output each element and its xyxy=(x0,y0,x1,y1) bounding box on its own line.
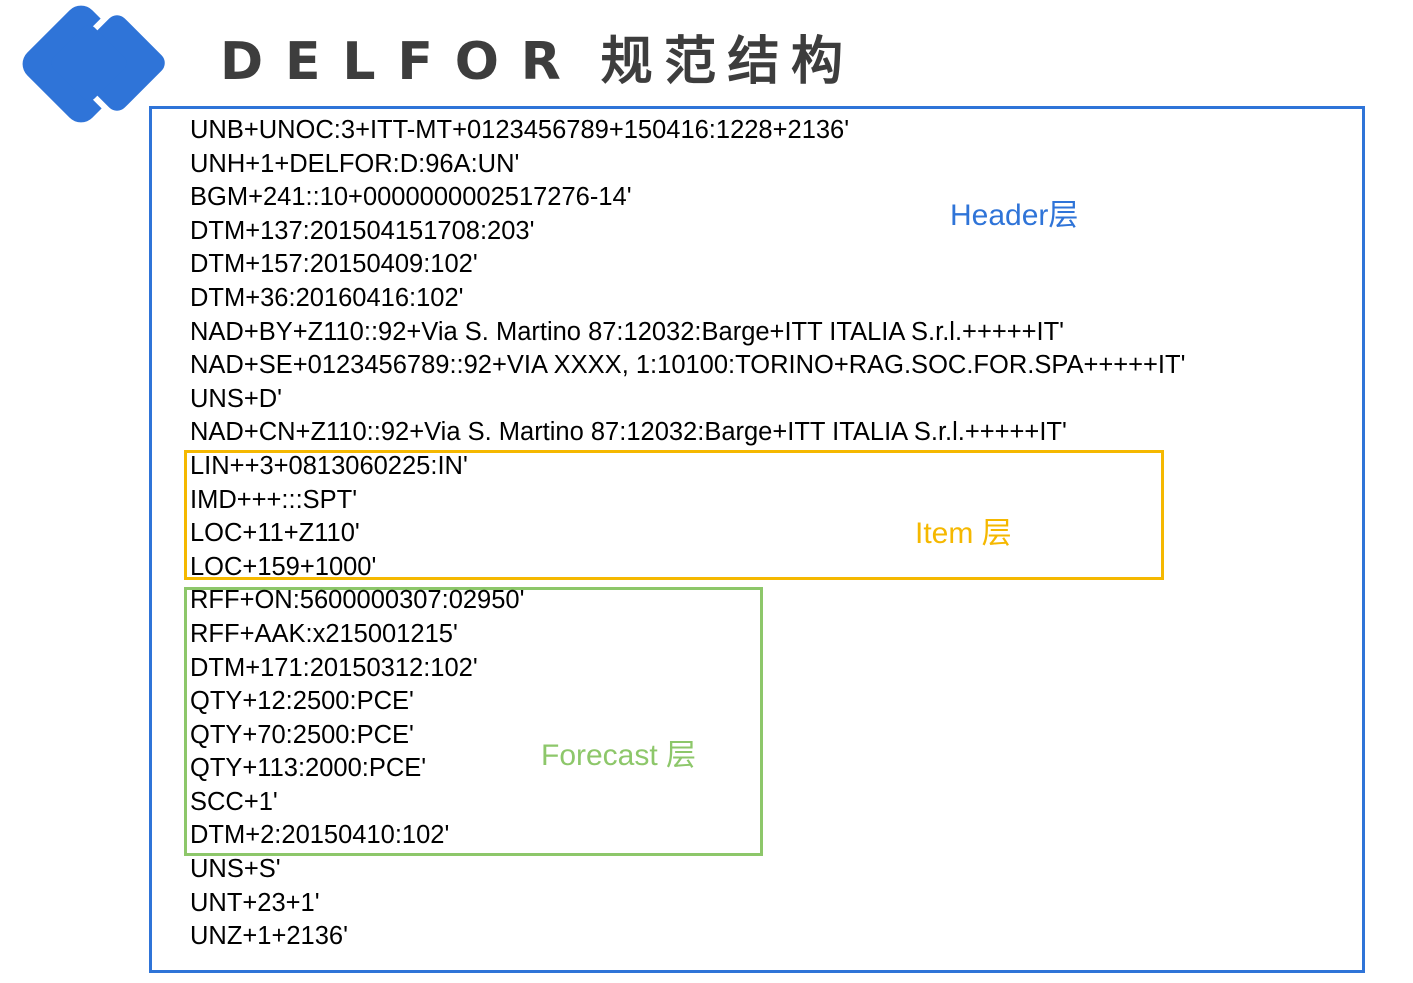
edi-segment-line: LIN++3+0813060225:IN' xyxy=(190,451,468,480)
header-section-frame xyxy=(149,106,1365,973)
edi-segment-line: UNZ+1+2136' xyxy=(190,922,348,951)
edi-segment-line: QTY+113:2000:PCE' xyxy=(190,754,427,783)
edi-segment-line: BGM+241::10+0000000002517276-14' xyxy=(190,183,632,212)
edi-segment-line: LOC+11+Z110' xyxy=(190,519,360,548)
item-section-frame xyxy=(184,450,1164,580)
edi-segment-line: SCC+1' xyxy=(190,787,278,816)
edi-segment-line: UNS+D' xyxy=(190,384,283,413)
edi-segment-line: RFF+ON:5600000307:02950' xyxy=(190,586,525,615)
edi-segment-line: UNS+S' xyxy=(190,855,281,884)
item-layer-label: Item 层 xyxy=(915,517,1012,550)
edi-segment-line: QTY+12:2500:PCE' xyxy=(190,687,414,716)
edi-segment-line: DTM+157:20150409:102' xyxy=(190,250,478,279)
edi-segment-line: DTM+137:201504151708:203' xyxy=(190,216,535,245)
edi-segment-list: UNB+UNOC:3+ITT-MT+0123456789+150416:1228… xyxy=(190,114,1185,954)
edi-segment-line: UNT+23+1' xyxy=(190,888,320,917)
edi-segment-line: DTM+36:20160416:102' xyxy=(190,283,464,312)
edi-segment-line: UNH+1+DELFOR:D:96A:UN' xyxy=(190,149,520,178)
edi-segment-line: UNB+UNOC:3+ITT-MT+0123456789+150416:1228… xyxy=(190,116,850,144)
logo-icon xyxy=(22,5,173,123)
header-layer-label: Header层 xyxy=(950,199,1079,232)
page-title-cjk: 规范结构 xyxy=(600,32,855,92)
page-title-latin: DELFOR xyxy=(220,32,583,92)
edi-segment-line: NAD+BY+Z110::92+Via S. Martino 87:12032:… xyxy=(190,317,1065,346)
page-title: DELFOR 规范结构 xyxy=(220,22,854,102)
edi-segment-line: NAD+CN+Z110::92+Via S. Martino 87:12032:… xyxy=(190,418,1067,447)
edi-segment-line: IMD+++:::SPT' xyxy=(190,485,358,514)
forecast-section-frame xyxy=(184,587,763,856)
edi-segment-line: DTM+171:20150312:102' xyxy=(190,653,478,682)
edi-segment-line: QTY+70:2500:PCE' xyxy=(190,720,414,749)
edi-segment-line: NAD+SE+0123456789::92+VIA XXXX, 1:10100:… xyxy=(190,351,1186,380)
forecast-layer-label: Forecast 层 xyxy=(541,739,697,772)
edi-segment-line: RFF+AAK:x215001215' xyxy=(190,619,458,648)
edi-segment-line: DTM+2:20150410:102' xyxy=(190,821,450,850)
edi-segment-line: LOC+159+1000' xyxy=(190,552,377,581)
